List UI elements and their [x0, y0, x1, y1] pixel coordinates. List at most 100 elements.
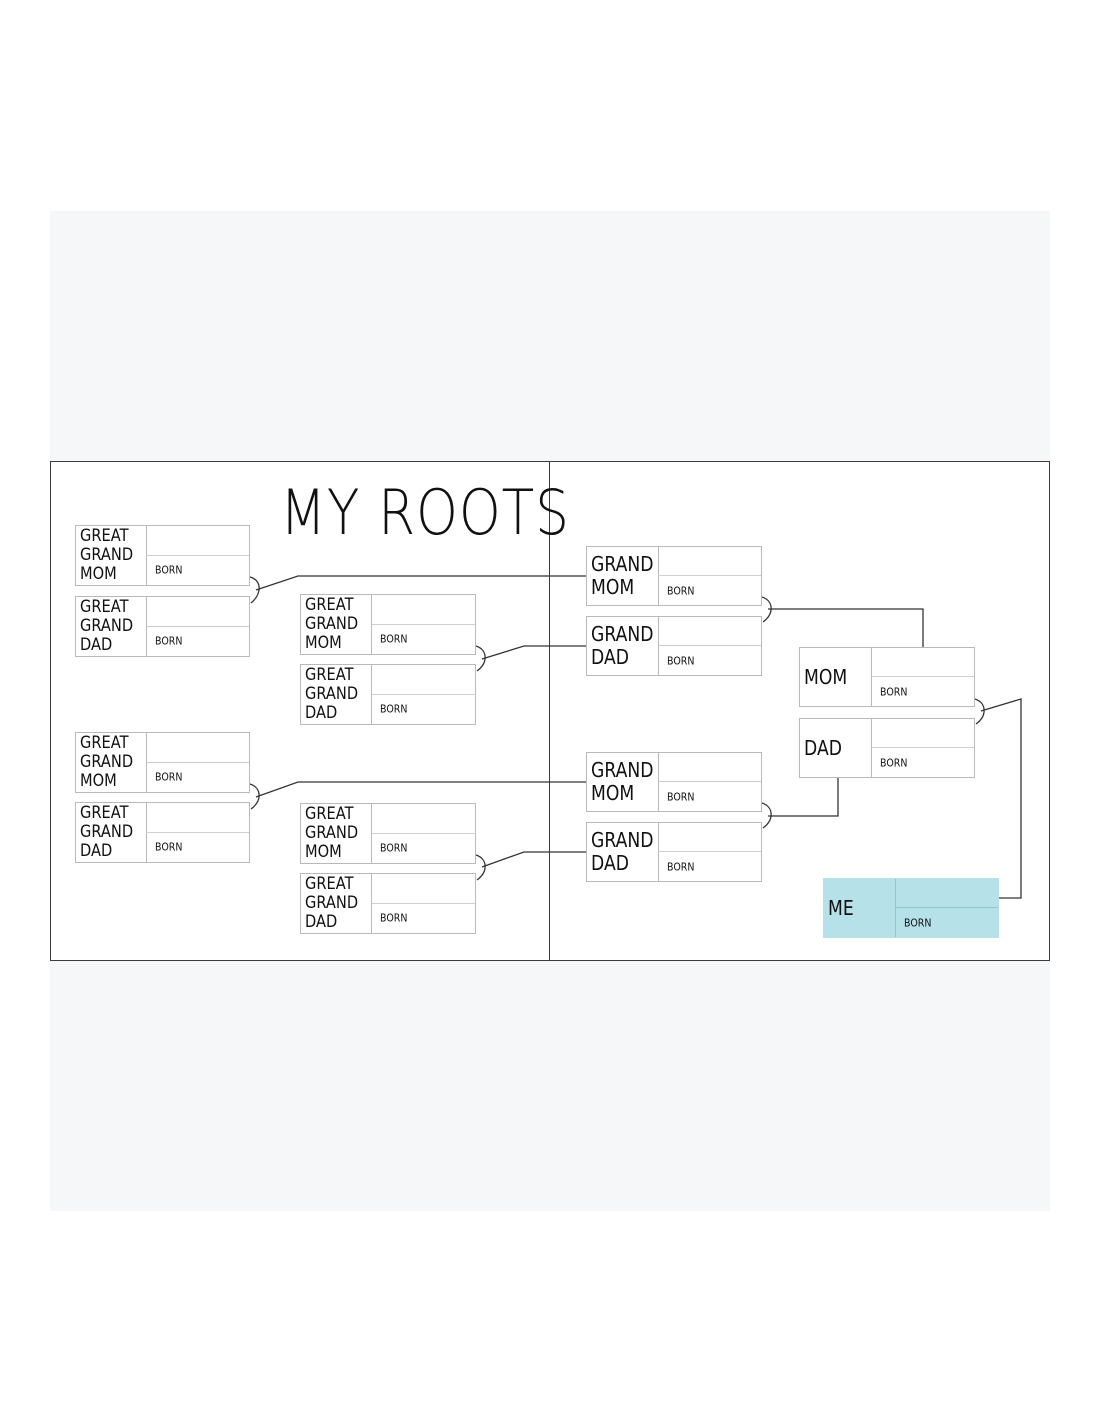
- born-label: BORN: [155, 770, 183, 784]
- person-label-line: GRAND: [80, 752, 134, 772]
- born-field[interactable]: BORN: [895, 908, 998, 937]
- person-label-line: GRAND: [305, 684, 359, 704]
- born-field[interactable]: BORN: [658, 782, 761, 811]
- name-field[interactable]: [871, 719, 974, 748]
- person-label-line: DAD: [591, 851, 629, 875]
- born-label: BORN: [380, 632, 408, 646]
- name-field[interactable]: [146, 733, 249, 763]
- born-field[interactable]: BORN: [371, 903, 475, 933]
- person-label-line: GRAND: [591, 758, 654, 782]
- person-label-line: GREAT: [80, 597, 129, 617]
- born-field[interactable]: BORN: [871, 677, 974, 706]
- born-label: BORN: [155, 634, 183, 648]
- person-label-line: MOM: [80, 564, 117, 584]
- person-label-line: GREAT: [80, 733, 129, 753]
- born-field[interactable]: BORN: [371, 624, 475, 654]
- born-field[interactable]: BORN: [371, 833, 475, 863]
- person-label-line: DAD: [305, 703, 338, 723]
- name-field[interactable]: [146, 526, 249, 556]
- person-label-line: DAD: [305, 912, 338, 932]
- born-field[interactable]: BORN: [146, 626, 249, 656]
- born-field[interactable]: BORN: [871, 748, 974, 777]
- person-label-line: GRAND: [305, 823, 359, 843]
- page-gutter: [549, 461, 550, 961]
- person-label-line: DAD: [804, 735, 842, 760]
- born-label: BORN: [904, 916, 932, 929]
- person-label-line: GREAT: [305, 665, 354, 685]
- person-label: ME: [828, 881, 858, 935]
- name-field[interactable]: [146, 803, 249, 833]
- person-label-line: DAD: [591, 645, 629, 669]
- name-field[interactable]: [146, 597, 249, 627]
- name-field[interactable]: [871, 648, 974, 677]
- person-label-line: DAD: [80, 841, 113, 861]
- person-label-line: MOM: [591, 781, 635, 805]
- person-label-line: MOM: [305, 633, 342, 653]
- name-field[interactable]: [371, 804, 475, 834]
- person-label-line: GREAT: [305, 595, 354, 615]
- person-label-line: GRAND: [591, 622, 654, 646]
- name-field[interactable]: [371, 665, 475, 695]
- name-field[interactable]: [371, 595, 475, 625]
- person-label-line: GREAT: [305, 874, 354, 894]
- born-label: BORN: [155, 563, 183, 577]
- born-label: BORN: [667, 654, 695, 667]
- person-label-line: GRAND: [591, 552, 654, 576]
- person-label: MOM: [804, 650, 854, 704]
- born-field[interactable]: BORN: [658, 576, 761, 605]
- person-label-line: MOM: [804, 664, 848, 689]
- person-label-line: MOM: [80, 771, 117, 791]
- person-label-line: GRAND: [591, 828, 654, 852]
- name-field[interactable]: [658, 617, 761, 646]
- person-label-line: GRAND: [80, 822, 134, 842]
- born-label: BORN: [380, 911, 408, 925]
- name-field[interactable]: [658, 753, 761, 782]
- person-label-line: ME: [828, 895, 854, 920]
- name-field[interactable]: [658, 823, 761, 852]
- person-card-mom: MOM BORN: [799, 647, 975, 707]
- born-field[interactable]: BORN: [146, 762, 249, 792]
- name-field[interactable]: [895, 879, 998, 908]
- born-label: BORN: [155, 840, 183, 854]
- person-label-line: GRAND: [305, 614, 359, 634]
- born-field[interactable]: BORN: [371, 694, 475, 724]
- born-field[interactable]: BORN: [146, 555, 249, 585]
- born-label: BORN: [667, 584, 695, 597]
- born-field[interactable]: BORN: [658, 852, 761, 881]
- born-label: BORN: [380, 841, 408, 855]
- born-field[interactable]: BORN: [146, 832, 249, 862]
- person-label-line: GRAND: [80, 616, 134, 636]
- person-label-line: DAD: [80, 635, 113, 655]
- born-label: BORN: [380, 702, 408, 716]
- name-field[interactable]: [371, 874, 475, 904]
- born-label: BORN: [880, 685, 908, 698]
- person-label-line: MOM: [305, 842, 342, 862]
- page-title: MY ROOTS: [280, 476, 570, 549]
- born-label: BORN: [667, 860, 695, 873]
- person-label-line: GREAT: [80, 803, 129, 823]
- born-field[interactable]: BORN: [658, 646, 761, 675]
- name-field[interactable]: [658, 547, 761, 576]
